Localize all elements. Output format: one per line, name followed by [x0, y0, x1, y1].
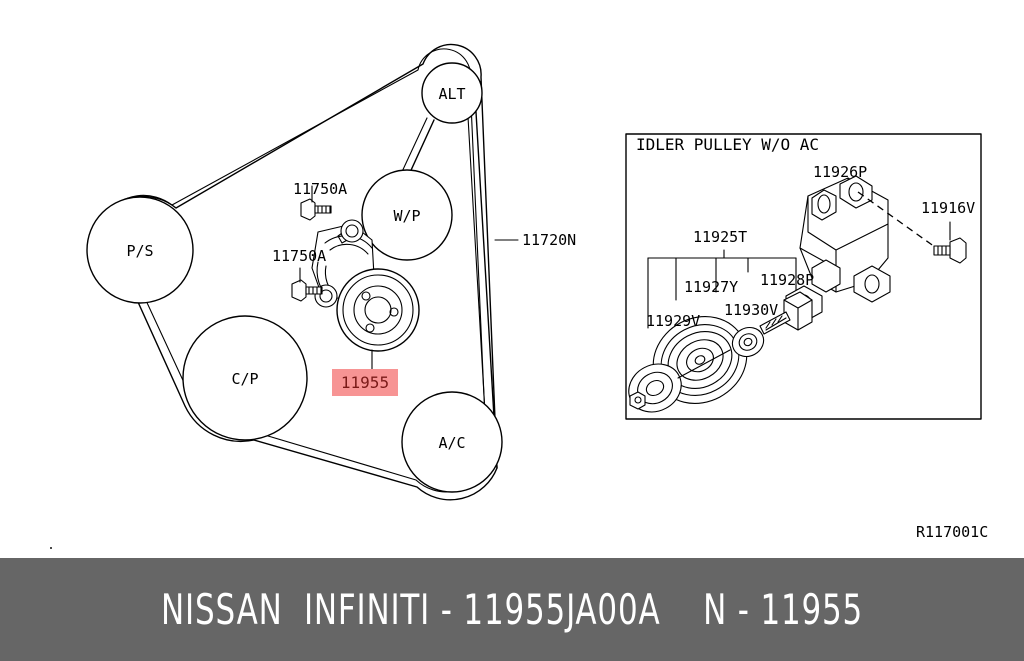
technical-diagram: P/S C/P A/C W/P ALT: [86, 43, 988, 541]
main-diagram-group: P/S C/P A/C W/P ALT: [86, 43, 576, 501]
assembly-line-11916v: [857, 191, 943, 253]
pulley-ps-label: P/S: [126, 242, 153, 260]
inset-axis-line-1: [677, 349, 731, 379]
callout-11930v: 11930V: [724, 301, 778, 319]
callout-11955-label: 11955: [341, 373, 389, 392]
pulley-ac: [401, 391, 503, 493]
pulley-wp: [361, 169, 453, 261]
callout-11916v: 11916V: [921, 199, 975, 217]
pulley-ac-label: A/C: [438, 434, 465, 452]
highlight-background: [332, 369, 398, 396]
bushing-11930v: [731, 326, 765, 358]
drawing-reference-code: R117001C: [916, 523, 988, 541]
callout-11928p: 11928P: [760, 271, 814, 289]
inset-title: IDLER PULLEY W/O AC: [636, 135, 819, 154]
bracket-11926p: [785, 175, 891, 323]
dimension-bracket-11925t: [647, 249, 797, 329]
callout-11927y: 11927Y: [684, 278, 738, 296]
upper-mount-boss: [340, 219, 364, 243]
callout-11925t: 11925T: [693, 228, 747, 246]
footer-part-label: NISSAN INFINITI - 11955JA00A N - 11955: [160, 585, 864, 634]
pulley-wp-label: W/P: [393, 207, 420, 225]
pulley-cp: [182, 315, 308, 441]
inset-axis-line-2: [765, 317, 787, 331]
bolt-11916v: [933, 237, 967, 264]
pulley-ps: [86, 196, 194, 304]
callout-11926p: 11926P: [813, 163, 867, 181]
callout-11750a-lower: 11750A: [272, 247, 326, 265]
callout-11720n: 11720N: [522, 231, 576, 249]
pulley-alt: [421, 62, 483, 124]
callout-11955-highlight: 11955: [332, 369, 398, 396]
inset-idler-pulley: IDLER PULLEY W/O AC: [625, 133, 982, 420]
footer-band: NISSAN INFINITI - 11955JA00A N - 11955: [0, 558, 1024, 661]
scan-artifact-speck: [50, 547, 52, 549]
bolt-11750a-upper: [300, 198, 332, 221]
tensioner-pulley-11955: [336, 268, 420, 352]
bolt-11750a-lower: [291, 279, 323, 302]
nut-11929v-fastener: [629, 391, 646, 410]
callout-11750a-upper: 11750A: [293, 180, 347, 198]
pulley-cp-label: C/P: [231, 370, 258, 388]
inset-border: [625, 133, 982, 420]
pulley-alt-label: ALT: [438, 85, 465, 103]
callout-11929v: 11929V: [646, 312, 700, 330]
